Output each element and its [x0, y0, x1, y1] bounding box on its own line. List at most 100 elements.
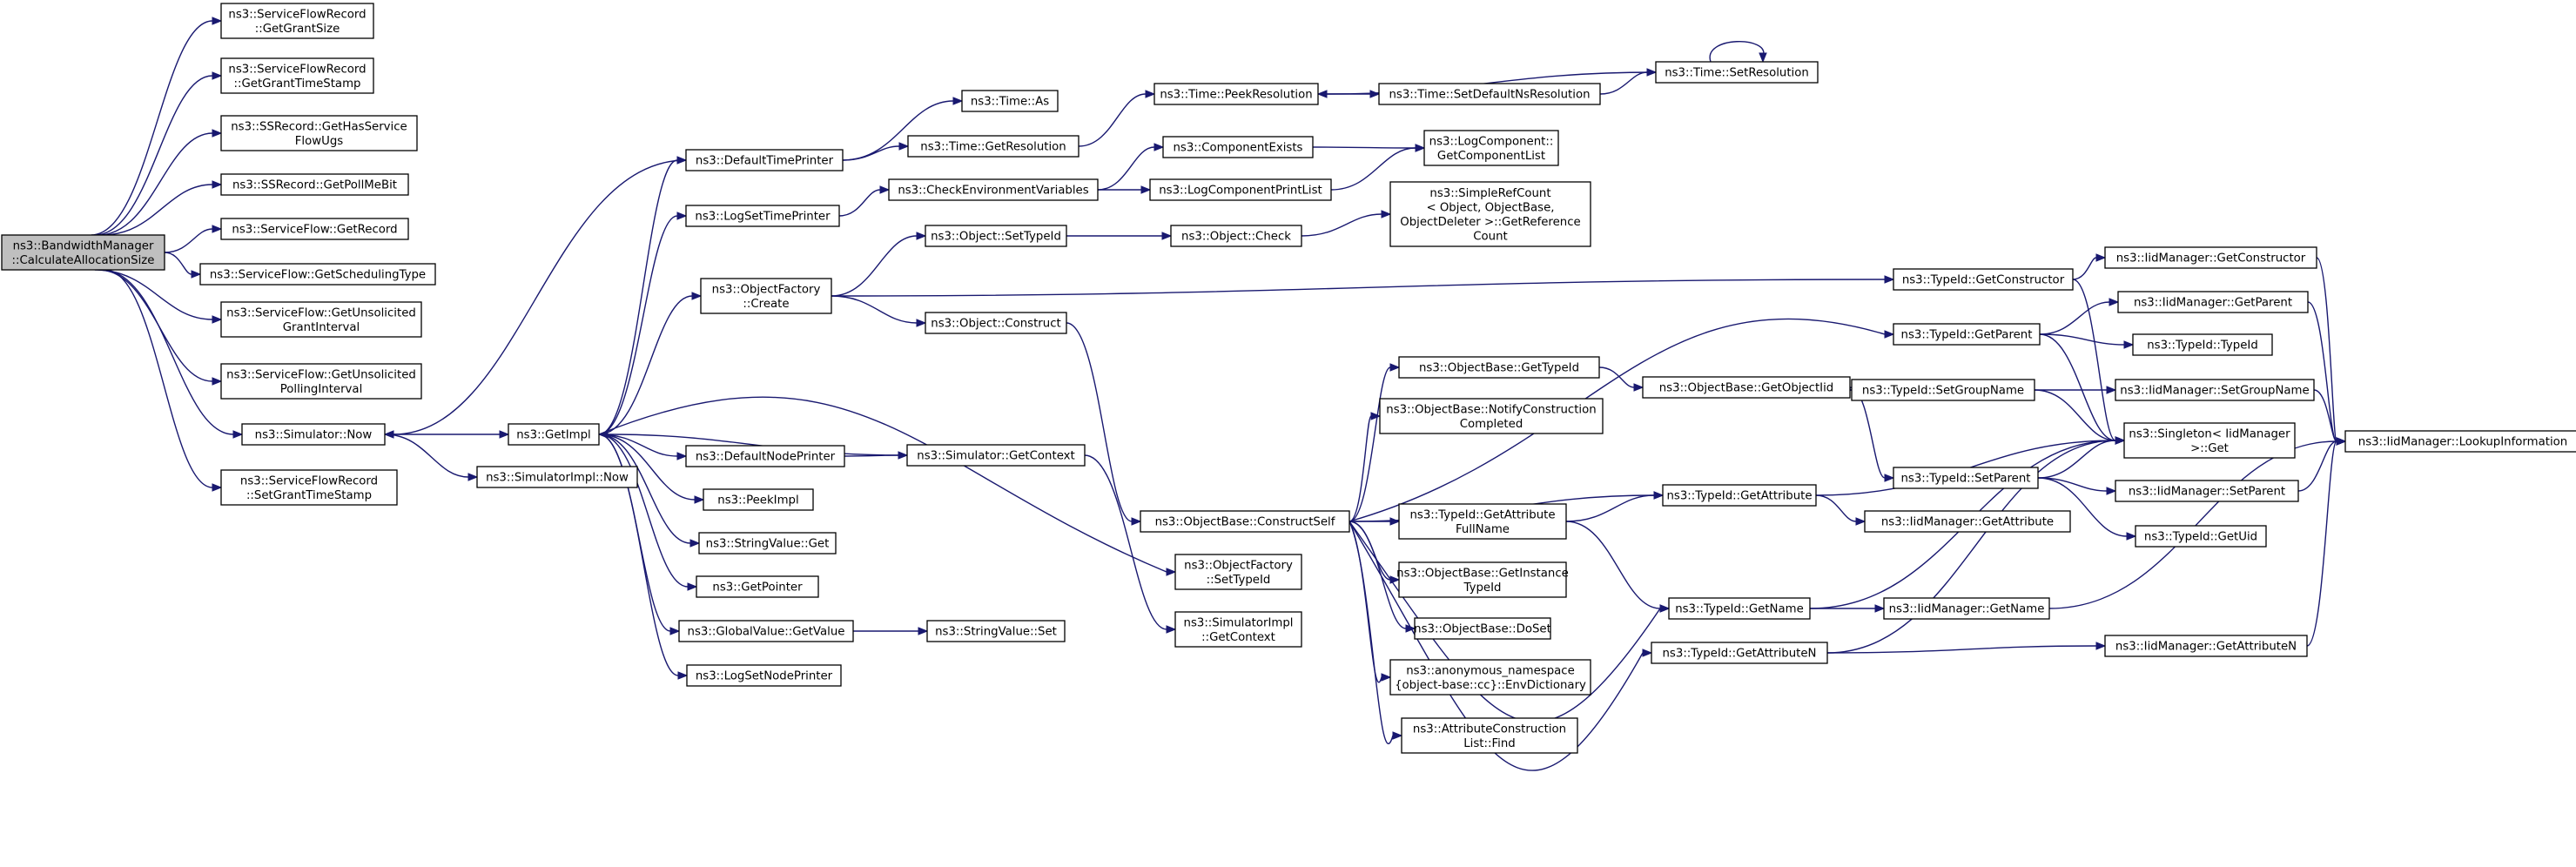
node-object-settypeid[interactable]: ns3::Object::SetTypeId — [925, 225, 1067, 247]
edge-line — [393, 159, 687, 435]
node-logsettimeprinter[interactable]: ns3::LogSetTimePrinter — [685, 205, 840, 227]
node-singleton-get[interactable]: ns3::Singleton< IidManager >::Get — [2123, 422, 2296, 459]
edge-line — [1826, 440, 2116, 654]
node-logsetnodeprinter[interactable]: ns3::LogSetNodePrinter — [686, 664, 842, 687]
node-sfr-getgranttimestamp[interactable]: ns3::ServiceFlowRecord::GetGrantTimeStam… — [220, 57, 374, 94]
edge-arrowhead — [191, 270, 202, 279]
node-box — [907, 135, 1079, 158]
edge-arrowhead — [212, 225, 223, 233]
node-sfr-setgranttimestamp[interactable]: ns3::ServiceFlowRecord::SetGrantTimeStam… — [220, 469, 398, 506]
node-iidmgr-getname[interactable]: ns3::IidManager::GetName — [1883, 597, 2050, 620]
node-typeid-getname[interactable]: ns3::TypeId::GetName — [1668, 597, 1811, 620]
node-objectbase-constructself[interactable]: ns3::ObjectBase::ConstructSelf — [1140, 510, 1350, 533]
node-time-as[interactable]: ns3::Time::As — [961, 90, 1059, 112]
node-objfactory-settypeid[interactable]: ns3::ObjectFactory::SetTypeId — [1174, 554, 1302, 590]
node-label: ns3::ObjectBase::GetInstance — [1396, 567, 1569, 580]
node-componentexists[interactable]: ns3::ComponentExists — [1162, 136, 1314, 158]
edge-getimpl-to-peekimpl — [598, 434, 705, 504]
node-box — [888, 178, 1099, 201]
node-stringvalue-set[interactable]: ns3::StringValue::Set — [926, 620, 1066, 642]
node-simplerefcount[interactable]: ns3::SimpleRefCount< Object, ObjectBase,… — [1389, 181, 1591, 247]
edge-objectbase-constructself-to-typeid-getparent — [1349, 318, 1895, 522]
edge-line — [1349, 521, 1644, 771]
node-simimpl-now[interactable]: ns3::SimulatorImpl::Now — [476, 466, 638, 488]
node-simimpl-getcontext[interactable]: ns3::SimulatorImpl::GetContext — [1174, 611, 1302, 648]
node-label: ns3::anonymous_namespace — [1406, 664, 1575, 677]
node-label: ns3::BandwidthManager — [13, 239, 154, 252]
node-globalvalue-getvalue[interactable]: ns3::GlobalValue::GetValue — [678, 620, 854, 642]
node-time-getresolution[interactable]: ns3::Time::GetResolution — [907, 135, 1079, 158]
edge-line — [2039, 301, 2110, 335]
node-iidmgr-lookupinfo[interactable]: ns3::IidManager::LookupInformation — [2344, 430, 2576, 453]
node-time-peekresolution[interactable]: ns3::Time::PeekResolution — [1153, 83, 1319, 105]
edge-line — [598, 295, 693, 435]
node-layer: ns3::BandwidthManager::CalculateAllocati… — [1, 3, 2576, 754]
node-ssr-pollmebit[interactable]: ns3::SSRecord::GetPollMeBit — [220, 173, 409, 196]
node-sfr-getgrantsize[interactable]: ns3::ServiceFlowRecord::GetGrantSize — [220, 3, 374, 39]
node-sim-now[interactable]: ns3::Simulator::Now — [241, 423, 386, 446]
node-sf-schedtype[interactable]: ns3::ServiceFlow::GetSchedulingType — [199, 263, 436, 286]
node-getpointer[interactable]: ns3::GetPointer — [696, 575, 819, 598]
node-iidmgr-getconstructor[interactable]: ns3::IidManager::GetConstructor — [2104, 246, 2317, 269]
node-typeid-getparent[interactable]: ns3::TypeId::GetParent — [1893, 323, 2041, 346]
node-typeid-typeid[interactable]: ns3::TypeId::TypeId — [2132, 333, 2273, 356]
node-root[interactable]: ns3::BandwidthManager::CalculateAllocati… — [1, 234, 165, 271]
node-iidmgr-getattributen[interactable]: ns3::IidManager::GetAttributeN — [2104, 635, 2308, 657]
node-objectbase-notify[interactable]: ns3::ObjectBase::Notify​ConstructionComp… — [1379, 398, 1604, 434]
node-iidmgr-getparent[interactable]: ns3::IidManager::GetParent — [2117, 291, 2309, 313]
node-sf-getrecord[interactable]: ns3::ServiceFlow::GetRecord — [220, 218, 409, 240]
node-iidmgr-setparent[interactable]: ns3::IidManager::SetParent — [2115, 480, 2299, 502]
edge-line — [2306, 440, 2337, 647]
node-typeid-getattribute[interactable]: ns3::TypeId::GetAttribute — [1662, 484, 1817, 507]
node-logcomponent-getlist[interactable]: ns3::LogComponent::GetComponentList — [1423, 130, 1559, 166]
node-typeid-getconstructor[interactable]: ns3::TypeId::GetConstructor — [1893, 268, 2074, 291]
node-box — [220, 469, 398, 506]
node-objfactory-create[interactable]: ns3::ObjectFactory::Create — [700, 278, 832, 314]
edge-root-to-sim-now — [101, 269, 244, 439]
edge-typeid-setparent-to-iidmgr-setparent — [2037, 477, 2117, 495]
node-object-check[interactable]: ns3::Object::Check — [1170, 225, 1302, 247]
edge-line — [101, 184, 213, 236]
node-object-construct[interactable]: ns3::Object::Construct — [925, 312, 1067, 334]
node-time-setresolution[interactable]: ns3::Time::SetResolution — [1655, 61, 1819, 84]
node-label: GrantInterval — [283, 321, 360, 334]
node-objectbase-getobjectiid[interactable]: ns3::ObjectBase::GetObjectIid — [1642, 376, 1851, 399]
node-sf-unsolgrant[interactable]: ns3::ServiceFlow::GetUnsolicitedGrantInt… — [220, 301, 422, 338]
node-objectbase-doset[interactable]: ns3::ObjectBase::DoSet — [1414, 617, 1551, 640]
node-label: ns3::ServiceFlowRecord — [228, 63, 366, 76]
node-typeid-setparent[interactable]: ns3::TypeId::SetParent — [1893, 467, 2039, 489]
edge-line — [164, 228, 213, 253]
node-logcomponentprintlist[interactable]: ns3::LogComponentPrintList — [1149, 178, 1332, 201]
edge-line — [2307, 301, 2337, 442]
node-box — [1170, 225, 1302, 247]
edge-line — [1565, 521, 1661, 609]
node-typeid-getuid[interactable]: ns3::TypeId::GetUid — [2135, 525, 2267, 548]
edge-line — [1349, 521, 1382, 683]
node-box — [241, 423, 386, 446]
node-getimpl[interactable]: ns3::GetImpl — [508, 423, 600, 446]
edge-line — [164, 252, 192, 275]
node-checkenvvars[interactable]: ns3::CheckEnvironmentVariables — [888, 178, 1099, 201]
node-iidmgr-setgroupname[interactable]: ns3::IidManager::SetGroupName — [2115, 379, 2315, 401]
node-typeid-getattributen[interactable]: ns3::TypeId::GetAttributeN — [1651, 642, 1828, 664]
edge-typeid-getattrfullname-to-typeid-getattribute — [1565, 491, 1665, 522]
node-defaulttimeprinter[interactable]: ns3::DefaultTimePrinter — [685, 149, 844, 171]
node-box — [1398, 356, 1600, 379]
node-stringvalue-get[interactable]: ns3::StringValue::Get — [698, 532, 837, 554]
edge-line — [607, 434, 908, 456]
node-objectbase-gettypeid[interactable]: ns3::ObjectBase::GetTypeId — [1398, 356, 1600, 379]
node-sf-unsolpoll[interactable]: ns3::ServiceFlow::GetUnsolicitedPollingI… — [220, 363, 422, 400]
edge-getimpl-to-getpointer — [598, 434, 698, 591]
node-anon-envdict[interactable]: ns3::anonymous_namespace{object-base::cc… — [1389, 659, 1591, 696]
node-defaultnodeprinter[interactable]: ns3::DefaultNodePrinter — [685, 445, 845, 467]
node-iidmgr-getattribute[interactable]: ns3::IidManager::GetAttribute — [1864, 510, 2071, 533]
node-typeid-setgroupname[interactable]: ns3::TypeId::SetGroupName — [1851, 379, 2035, 401]
node-peekimpl[interactable]: ns3::PeekImpl — [703, 488, 814, 511]
edge-iidmgr-getname-to-iidmgr-lookupinfo — [2048, 437, 2347, 609]
node-sim-getcontext[interactable]: ns3::Simulator::GetContext — [906, 444, 1086, 467]
node-time-setdefaultns[interactable]: ns3::Time::SetDefaultNsResolution — [1378, 83, 1601, 105]
